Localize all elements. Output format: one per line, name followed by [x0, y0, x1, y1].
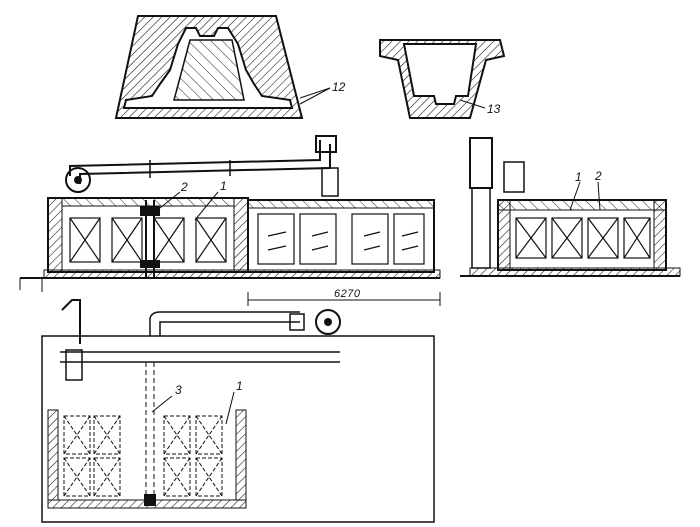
mold-section-13	[379, 39, 506, 119]
label-3-plan: 3	[175, 383, 182, 397]
label-1-elevation: 1	[220, 179, 227, 193]
label-1-side: 1	[575, 170, 582, 184]
side-elevation-view	[460, 137, 681, 277]
label-2-side: 2	[594, 169, 602, 183]
dimension-label: 6270	[334, 288, 361, 300]
elevation-view	[19, 135, 441, 306]
label-2-elevation: 2	[180, 180, 188, 194]
mold-section-12	[114, 15, 331, 119]
plan-view	[41, 299, 435, 523]
label-13: 13	[487, 102, 501, 116]
label-1-plan: 1	[236, 379, 243, 393]
label-12: 12	[332, 80, 346, 94]
